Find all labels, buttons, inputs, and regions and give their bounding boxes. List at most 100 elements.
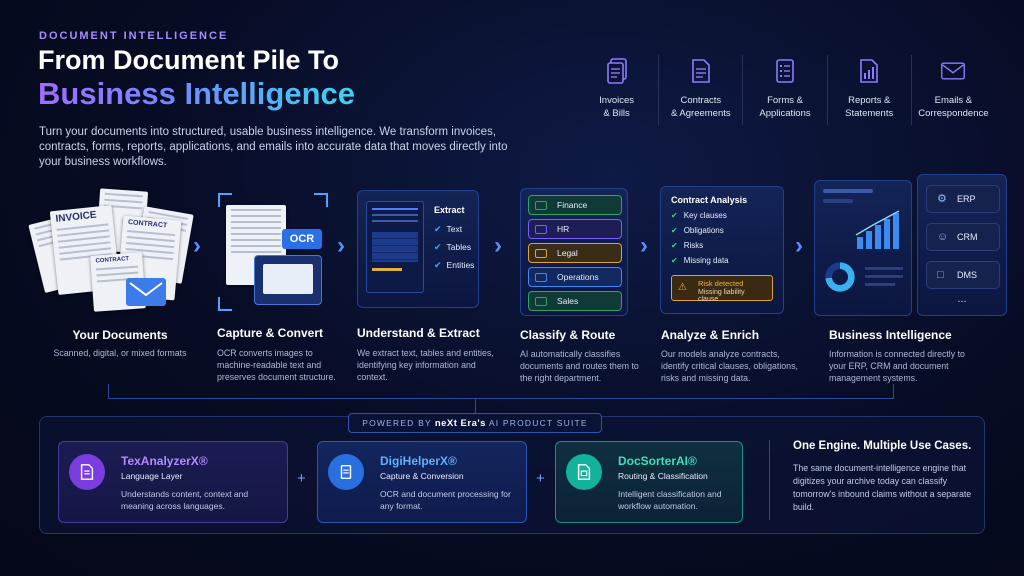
stage-desc: AI automatically classifies documents an… — [520, 349, 639, 383]
report-chart-icon — [860, 59, 879, 83]
stage-understand: Understand & Extract We extract text, ta… — [357, 326, 497, 383]
title-line-1: From Document Pile To — [38, 45, 340, 75]
stage-title: Understand & Extract — [357, 326, 480, 340]
folder-icon — [535, 272, 547, 282]
check-circle-icon: ✔ — [671, 226, 678, 235]
bar-chart-icon — [855, 210, 900, 249]
form-list-icon — [776, 59, 794, 83]
product-name: TexAnalyzerX® — [121, 454, 208, 468]
folder-icon — [535, 224, 547, 234]
folder-icon — [535, 248, 547, 258]
scan-document-icon — [328, 454, 364, 490]
product-card-digihelperx[interactable]: DigiHelperX® Capture & Conversion OCR an… — [317, 441, 527, 523]
document-pile: INVOICE CONTRACT CONTRACT — [28, 188, 194, 316]
extract-item: ✔Text — [434, 224, 463, 234]
system-crm[interactable]: ☺CRM — [926, 223, 1000, 251]
category-invoices: Invoices & Bills — [575, 55, 660, 125]
envelope-icon — [126, 278, 166, 306]
category-label: Contracts & Agreements — [670, 95, 731, 119]
risk-title: Risk detected — [698, 279, 744, 288]
category-label: Forms & Applications — [759, 95, 811, 119]
category-label: Invoices & Bills — [599, 95, 635, 119]
system-dms[interactable]: □DMS — [926, 261, 1000, 289]
analysis-item: ✔Obligations — [671, 226, 724, 235]
document-icon — [691, 59, 710, 83]
more-systems: ... — [957, 293, 967, 305]
folder-icon: □ — [937, 269, 944, 281]
route-hr: HR — [528, 219, 622, 239]
chevron-right-icon: › — [337, 232, 345, 259]
users-icon: ☺ — [937, 231, 949, 243]
risk-alert: ⚠ Risk detected Missing liability clause — [671, 275, 773, 303]
analysis-panel: Contract Analysis ✔Key clauses ✔Obligati… — [660, 186, 784, 314]
brand-name: neXt Era's — [434, 417, 486, 429]
stage-bi: Business Intelligence Information is con… — [829, 328, 969, 384]
product-sub: Routing & Classification — [618, 471, 708, 481]
extract-panel: Extract ✔Text ✔Tables ✔Entities — [357, 190, 479, 308]
plus-icon: + — [297, 470, 306, 487]
check-circle-icon: ✔ — [671, 256, 678, 265]
route-legal: Legal — [528, 243, 622, 263]
chevron-right-icon: › — [795, 232, 803, 259]
divider — [769, 440, 770, 520]
stage-title: Your Documents — [72, 328, 168, 342]
analysis-item: ✔Risks — [671, 241, 704, 250]
route-operations: Operations — [528, 267, 622, 287]
system-erp[interactable]: ⚙ERP — [926, 185, 1000, 213]
connector-tick — [108, 384, 109, 398]
product-desc: Understands content, context and meaning… — [121, 489, 249, 511]
eyebrow: DOCUMENT INTELLIGENCE — [39, 30, 229, 42]
invoice-label: INVOICE — [55, 209, 98, 225]
check-icon: ✔ — [434, 242, 442, 252]
extract-item: ✔Tables — [434, 242, 472, 252]
gear-icon: ⚙ — [937, 193, 947, 205]
engine-desc: The same document-intelligence engine th… — [793, 463, 972, 512]
intro-text: Turn your documents into structured, usa… — [39, 126, 508, 168]
product-sub: Language Layer — [121, 471, 183, 481]
extract-title: Extract — [434, 205, 465, 215]
analysis-item: ✔Missing data — [671, 256, 729, 265]
systems-panel: ⚙ERP ☺CRM □DMS ... — [917, 174, 1007, 316]
stage-classify: Classify & Route AI automatically classi… — [520, 328, 640, 384]
document-edit-icon — [69, 454, 105, 490]
product-card-texanalyzerx[interactable]: TexAnalyzerX® Language Layer Understands… — [58, 441, 288, 523]
route-panel: Finance HR Legal Operations Sales — [520, 188, 628, 316]
connector-tick — [893, 384, 894, 398]
route-sales: Sales — [528, 291, 622, 311]
stacked-docs-icon — [606, 58, 627, 84]
stage-title: Capture & Convert — [217, 326, 324, 340]
chevron-right-icon: › — [494, 232, 502, 259]
product-sub: Capture & Conversion — [380, 471, 464, 481]
chevron-right-icon: › — [193, 232, 201, 259]
stage-title: Classify & Route — [520, 328, 616, 342]
stage-analyze: Analyze & Enrich Our models analyze cont… — [661, 328, 801, 384]
analysis-item: ✔Key clauses — [671, 211, 727, 220]
stage-capture: Capture & Convert OCR converts images to… — [217, 326, 342, 383]
sort-documents-icon — [566, 454, 602, 490]
connector-line — [108, 398, 894, 399]
product-name: DocSorterAI® — [618, 454, 697, 468]
ocr-visual: OCR — [218, 193, 328, 311]
chevron-right-icon: › — [640, 232, 648, 259]
stage-title: Analyze & Enrich — [661, 328, 760, 342]
stage-desc: Our models analyze contracts, identify c… — [661, 349, 798, 383]
check-circle-icon: ✔ — [671, 241, 678, 250]
stage-title: Business Intelligence — [829, 328, 952, 342]
product-card-docsorterai[interactable]: DocSorterAI® Routing & Classification In… — [555, 441, 743, 523]
warning-icon: ⚠ — [678, 282, 687, 293]
ocr-badge: OCR — [282, 229, 322, 249]
product-desc: OCR and document processing for any form… — [380, 489, 511, 511]
stage-desc: OCR converts images to machine-readable … — [217, 348, 336, 382]
category-forms: Forms & Applications — [743, 55, 828, 125]
title-line-2: Business Intelligence — [38, 76, 355, 111]
product-name: DigiHelperX® — [380, 454, 457, 468]
document-categories: Invoices & Bills Contracts & Agreements … — [575, 55, 995, 125]
category-label: Reports & Statements — [845, 95, 894, 119]
dashboard-visual — [814, 180, 912, 316]
stage-desc: Information is connected directly to you… — [829, 349, 965, 383]
folder-icon — [535, 296, 547, 306]
check-icon: ✔ — [434, 260, 442, 270]
connector-drop — [475, 398, 476, 413]
category-label: Emails & Correspondence — [918, 95, 989, 119]
category-reports: Reports & Statements — [828, 55, 912, 125]
